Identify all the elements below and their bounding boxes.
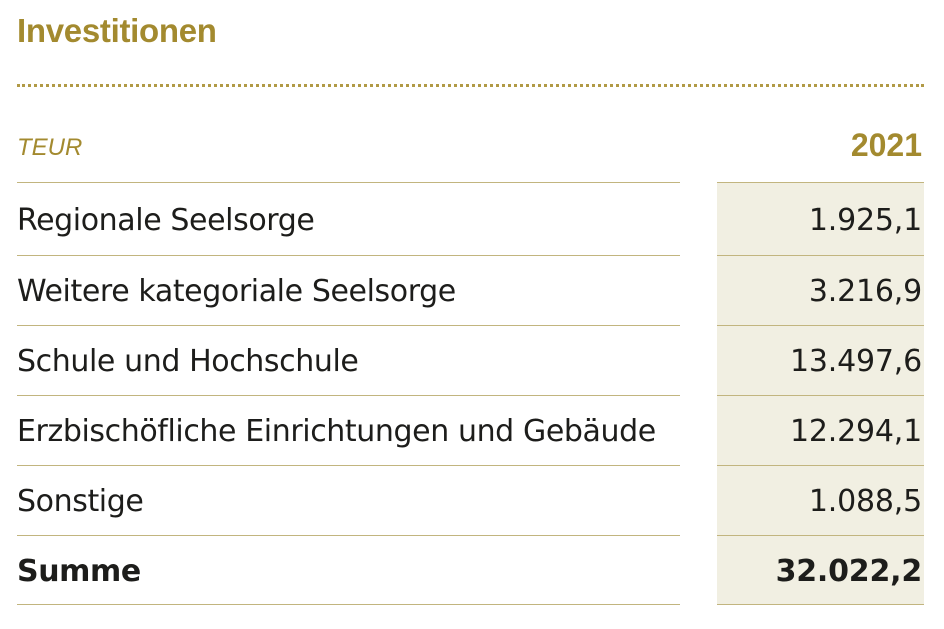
total-row: Summe 32.022,2 xyxy=(0,538,944,608)
row-value: 1.088,5 xyxy=(808,484,922,519)
row-divider xyxy=(17,182,680,183)
row-divider xyxy=(717,182,924,183)
page-title: Investitionen xyxy=(17,12,217,49)
unit-label: TEUR xyxy=(17,134,83,161)
row-divider xyxy=(717,255,924,256)
row-divider xyxy=(17,395,680,396)
row-divider xyxy=(17,535,680,536)
year-header: 2021 xyxy=(850,127,922,163)
row-value: 1.925,1 xyxy=(808,203,922,238)
row-divider xyxy=(17,255,680,256)
value-column-shading xyxy=(717,182,924,604)
row-label: Sonstige xyxy=(17,484,144,519)
row-divider xyxy=(17,465,680,466)
row-value: 13.497,6 xyxy=(790,344,922,379)
row-divider xyxy=(17,325,680,326)
row-label: Regionale Seelsorge xyxy=(17,203,315,238)
table-row: Weitere kategoriale Seelsorge 3.216,9 xyxy=(0,258,944,328)
row-label: Erzbischöfliche Einrichtungen und Gebäud… xyxy=(17,414,656,449)
table-row: Regionale Seelsorge 1.925,1 xyxy=(0,187,944,257)
row-label: Weitere kategoriale Seelsorge xyxy=(17,274,456,309)
row-divider xyxy=(17,604,680,605)
total-label: Summe xyxy=(17,554,141,589)
table-row: Schule und Hochschule 13.497,6 xyxy=(0,328,944,398)
table-row: Erzbischöfliche Einrichtungen und Gebäud… xyxy=(0,398,944,468)
row-value: 3.216,9 xyxy=(808,274,922,309)
row-divider xyxy=(717,535,924,536)
row-divider xyxy=(717,325,924,326)
title-dotted-divider xyxy=(17,84,924,87)
row-label: Schule und Hochschule xyxy=(17,344,359,379)
row-value: 12.294,1 xyxy=(790,414,922,449)
row-divider xyxy=(717,465,924,466)
table-row: Sonstige 1.088,5 xyxy=(0,468,944,538)
total-value: 32.022,2 xyxy=(775,554,923,589)
row-divider xyxy=(717,395,924,396)
row-divider xyxy=(717,604,924,605)
